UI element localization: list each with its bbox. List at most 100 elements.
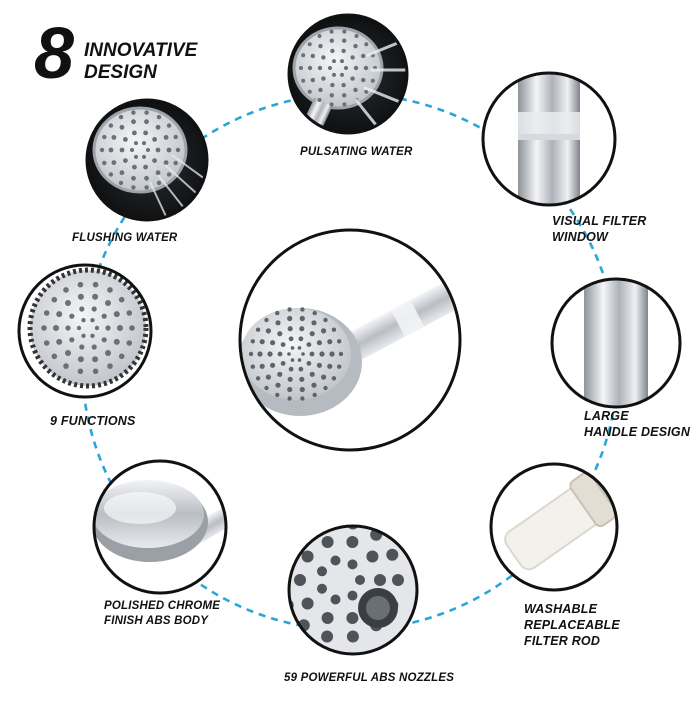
nozzle-dot — [297, 346, 302, 350]
nozzle-dot — [275, 392, 280, 398]
nozzle-dot — [317, 34, 322, 38]
nozzle-dot — [43, 310, 50, 316]
nozzle-dot — [144, 110, 149, 115]
nozzle-dot — [342, 93, 347, 98]
nozzle-dot — [301, 550, 314, 563]
nozzle-dot — [287, 396, 292, 401]
nozzle-dot — [118, 353, 125, 360]
nozzle-dot — [81, 333, 86, 338]
nozzle-dot — [248, 351, 254, 357]
nozzle-dot — [374, 574, 386, 586]
nozzle-dot — [118, 114, 124, 120]
label-large-handle-line1: LARGE — [584, 409, 629, 423]
nozzle-dot — [318, 87, 323, 93]
nozzle-dot — [92, 293, 99, 300]
nozzle-dot — [329, 38, 334, 43]
nozzle-dot — [119, 147, 125, 153]
nozzle-dot — [321, 328, 327, 334]
nozzle-dot — [119, 170, 125, 176]
center-showerhead-image — [238, 228, 462, 452]
nozzle-dot — [166, 123, 172, 128]
nozzle-dot — [119, 124, 125, 130]
nozzle-dot — [99, 147, 105, 153]
label-chrome-line2: FINISH ABS BODY — [104, 615, 209, 627]
label-filter-rod-line3: FILTER ROD — [524, 634, 601, 648]
nozzle-dot — [346, 536, 359, 548]
nozzle-dot — [312, 392, 317, 398]
nozzle-dot — [276, 574, 288, 586]
nozzle-dot — [152, 158, 158, 164]
nozzle-dot — [328, 66, 332, 70]
nozzle-dot — [347, 590, 358, 601]
headline-text: INNOVATIVE DESIGN — [84, 40, 197, 84]
nozzle-dot — [323, 317, 328, 323]
nozzle-dot — [331, 376, 337, 381]
nozzle-dot — [346, 630, 359, 643]
pulsating-water-image — [287, 13, 409, 135]
nozzle-dot — [353, 43, 358, 49]
nozzle-dot — [123, 137, 128, 142]
nozzle-dot — [118, 296, 125, 303]
nozzle-dot — [143, 130, 149, 136]
nozzle-dot — [132, 130, 137, 136]
nozzle-dot — [101, 337, 107, 343]
flushing-water-image — [85, 98, 209, 222]
nozzle-dot — [107, 363, 113, 369]
nozzle-dot — [77, 293, 84, 300]
nozzle-dot — [323, 385, 328, 391]
nozzle-dot — [301, 53, 306, 58]
nozzle-dot — [101, 313, 107, 319]
polished-chrome-body-image — [92, 459, 228, 595]
nozzle-dot — [143, 164, 149, 170]
nozzle-dot — [309, 331, 315, 337]
nozzle-dot — [131, 119, 136, 125]
nozzle-dot — [297, 358, 302, 362]
nozzle-dot — [307, 89, 312, 94]
nozzle-dot — [123, 158, 128, 164]
label-visual-filter-line1: VISUAL FILTER — [552, 214, 647, 228]
headline-line1: INNOVATIVE — [84, 40, 198, 61]
nozzle-dot — [113, 311, 120, 318]
abs-nozzles-image — [276, 524, 419, 656]
nozzle-dot — [288, 336, 294, 342]
nozzle-dot — [287, 326, 293, 332]
nozzle-dot — [43, 340, 50, 346]
visual-filter-window-image — [481, 71, 617, 207]
nozzle-dot — [173, 160, 178, 166]
nozzle-dot — [146, 148, 150, 152]
nozzle-dot — [342, 102, 347, 107]
nozzle-dot — [340, 59, 344, 64]
nozzle-dot — [90, 333, 95, 338]
nozzle-dot — [79, 306, 85, 312]
nozzle-dot — [299, 315, 305, 322]
nozzle-dot — [152, 137, 158, 142]
nozzle-dot — [91, 344, 97, 350]
nozzle-dot — [53, 325, 59, 331]
nozzle-dot — [107, 287, 113, 293]
nozzle-dot — [275, 382, 281, 388]
nozzle-dot — [166, 172, 172, 177]
nozzle-dot — [142, 141, 146, 146]
nozzle-dot — [105, 350, 111, 356]
nozzle-dot — [265, 328, 271, 334]
nozzle-dot — [350, 55, 355, 60]
nozzle-dot — [275, 320, 281, 326]
nozzle-dot — [92, 281, 99, 288]
nozzle-dot — [63, 287, 69, 293]
nozzle-dot — [134, 141, 138, 146]
nozzle-dot — [364, 89, 369, 94]
nozzle-dot — [300, 396, 305, 401]
nozzle-dot — [298, 366, 304, 372]
nozzle-dot — [69, 337, 75, 343]
nozzle-dot — [321, 374, 327, 380]
nozzle-dot — [361, 53, 366, 59]
nozzle-dot — [111, 160, 117, 166]
nozzle-dot — [386, 548, 399, 561]
nozzle-dot — [353, 87, 358, 93]
nozzle-dot — [337, 364, 342, 369]
nozzle-dot — [41, 325, 47, 331]
nozzle-dot — [342, 29, 347, 34]
nozzle-dot — [51, 296, 58, 303]
label-large-handle: LARGE HANDLE DESIGN — [584, 408, 690, 440]
nozzle-dot — [290, 346, 295, 350]
